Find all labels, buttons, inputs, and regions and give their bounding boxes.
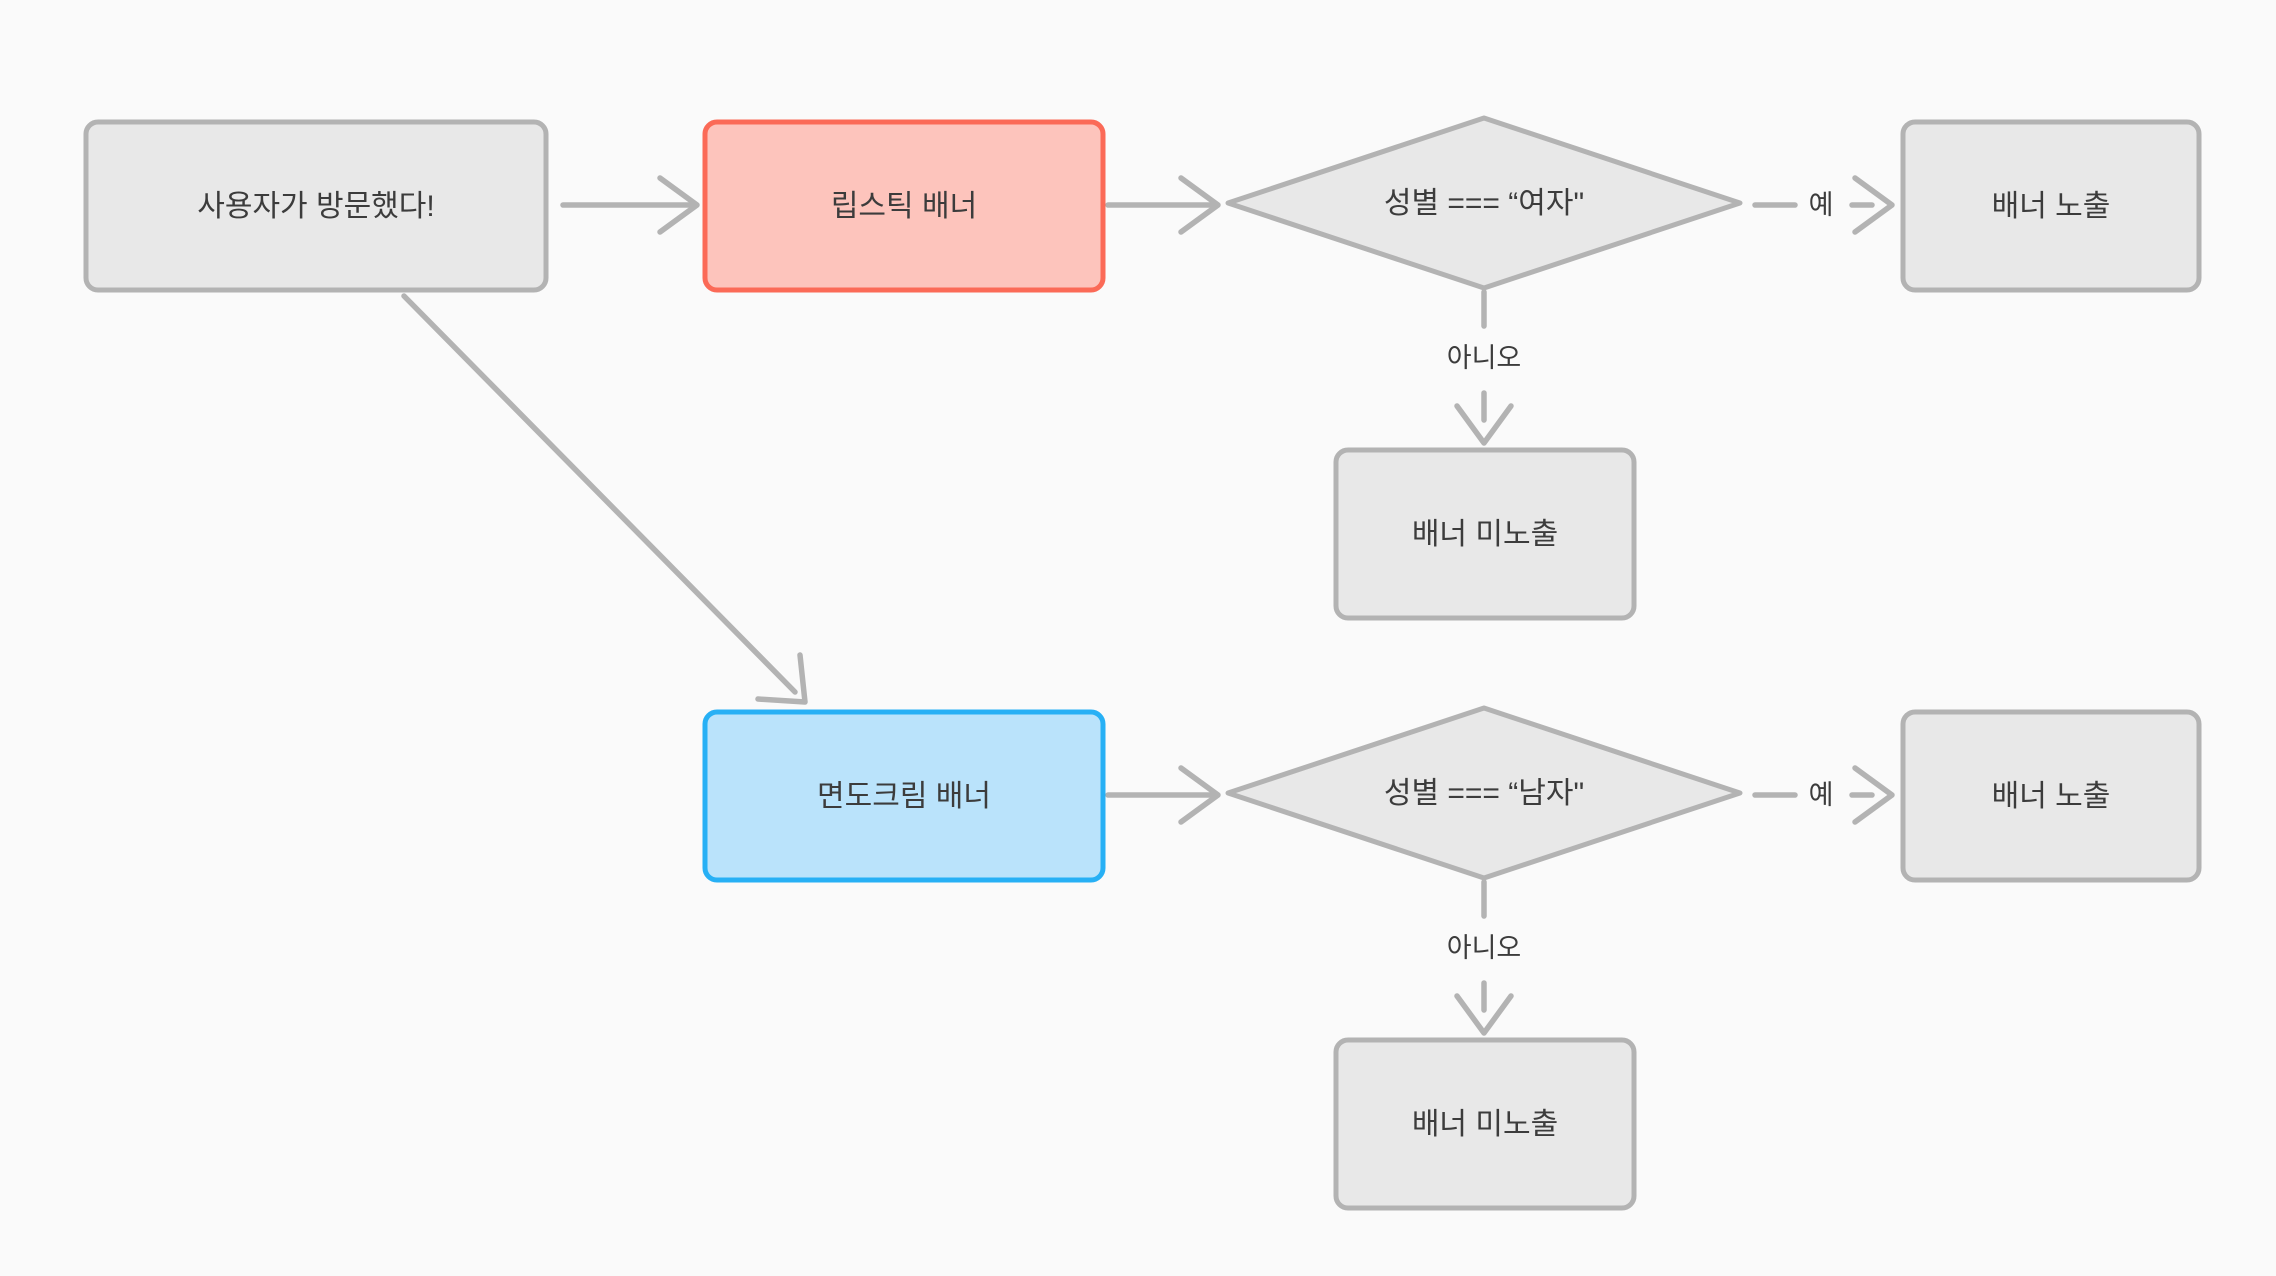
- edge-label-male-yes: 예: [1809, 780, 1834, 810]
- edge-female-no: 아니오: [1447, 289, 1522, 446]
- node-lipstick-banner-label: 립스틱 배너: [831, 190, 977, 223]
- node-lipstick-banner-shape: [702, 119, 1106, 293]
- node-show-banner-top-shape: [1900, 119, 2202, 293]
- edge-female-yes: 예: [1752, 175, 1895, 235]
- node-hide-banner-bottom[interactable]: 배너 미노출: [1333, 1037, 1637, 1211]
- node-lipstick-banner[interactable]: 립스틱 배너: [702, 119, 1106, 293]
- node-decision-female-label: 성별 === “여자": [1384, 187, 1584, 220]
- node-shavecream-banner-shape: [702, 709, 1106, 883]
- node-decision-female[interactable]: 성별 === “여자": [1225, 115, 1743, 291]
- edge-label-male-no: 아니오: [1447, 933, 1522, 963]
- node-hide-banner-top-shape: [1333, 447, 1637, 621]
- edge-male-yes: 예: [1752, 765, 1895, 825]
- node-start-shape: [83, 119, 549, 293]
- node-shavecream-banner-label: 면도크림 배너: [817, 780, 991, 813]
- edge-male-no: 아니오: [1447, 879, 1522, 1036]
- edge-label-female-yes: 예: [1809, 190, 1834, 220]
- node-decision-female-shape: [1225, 115, 1743, 291]
- node-shavecream-banner[interactable]: 면도크림 배너: [702, 709, 1106, 883]
- edge-shavecream-to-decision-male: [1105, 765, 1221, 825]
- node-hide-banner-bottom-label: 배너 미노출: [1412, 1108, 1558, 1141]
- edge-start-to-shavecream-banner: [401, 293, 808, 705]
- node-start-label: 사용자가 방문했다!: [197, 190, 434, 223]
- edge-lipstick-to-decision-female: [1105, 175, 1221, 235]
- node-show-banner-bottom-label: 배너 노출: [1992, 780, 2111, 813]
- edge-label-female-no: 아니오: [1447, 343, 1522, 373]
- node-hide-banner-bottom-shape: [1333, 1037, 1637, 1211]
- node-decision-male-shape: [1225, 705, 1743, 881]
- node-decision-male-label: 성별 === “남자": [1384, 777, 1584, 810]
- node-show-banner-bottom[interactable]: 배너 노출: [1900, 709, 2202, 883]
- node-hide-banner-top-label: 배너 미노출: [1412, 518, 1558, 551]
- node-decision-male[interactable]: 성별 === “남자": [1225, 705, 1743, 881]
- node-show-banner-top[interactable]: 배너 노출: [1900, 119, 2202, 293]
- edge-start-to-lipstick-banner: [560, 175, 700, 235]
- node-show-banner-bottom-shape: [1900, 709, 2202, 883]
- node-hide-banner-top[interactable]: 배너 미노출: [1333, 447, 1637, 621]
- node-start[interactable]: 사용자가 방문했다!: [83, 119, 549, 293]
- node-show-banner-top-label: 배너 노출: [1992, 190, 2111, 223]
